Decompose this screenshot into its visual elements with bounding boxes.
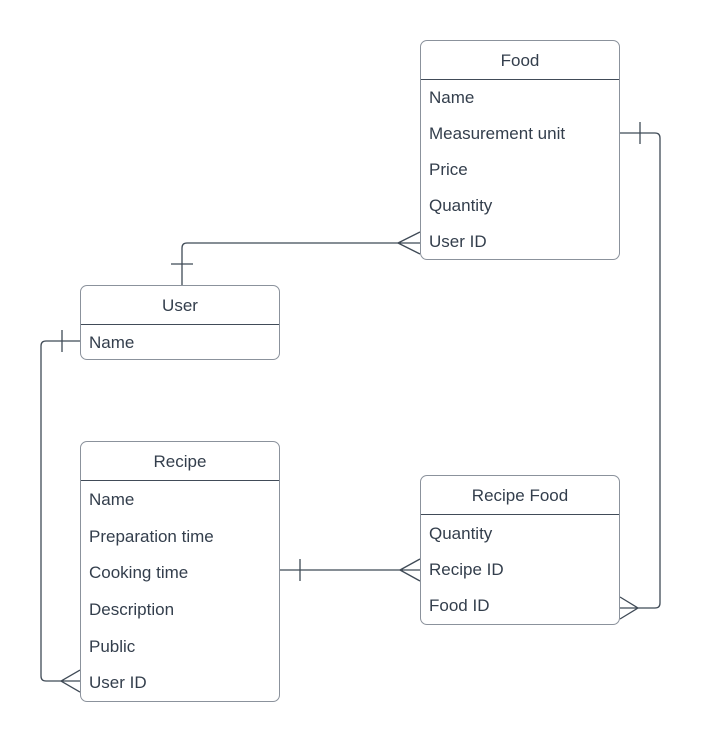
entity-user-fields: Name: [81, 325, 279, 359]
connector-user-recipe[interactable]: [40, 330, 81, 693]
field-quantity: Quantity: [429, 195, 493, 215]
field-measurement-unit: Measurement unit: [429, 124, 566, 144]
many-cardinality-crowfoot-icon: [399, 558, 421, 582]
entity-food-title: Food: [421, 41, 619, 80]
field-price: Price: [429, 159, 468, 179]
many-cardinality-crowfoot-icon: [60, 669, 81, 693]
many-cardinality-crowfoot-icon: [619, 596, 639, 620]
connector-user-food[interactable]: [171, 231, 421, 285]
field-name: Name: [89, 332, 135, 352]
entity-food[interactable]: Food Name Measurement unit Price Quantit…: [420, 40, 620, 260]
connector-recipe-recipefood[interactable]: [280, 558, 421, 582]
field-public: Public: [89, 636, 136, 656]
field-preparation-time: Preparation time: [89, 526, 214, 546]
entity-user[interactable]: User Name: [80, 285, 280, 360]
entity-user-title: User: [81, 286, 279, 325]
entity-recipe[interactable]: Recipe Name Preparation time Cooking tim…: [80, 441, 280, 702]
many-cardinality-crowfoot-icon: [397, 231, 421, 255]
entity-recipe-title: Recipe: [81, 442, 279, 481]
connector-line: [181, 242, 398, 285]
entity-recipe-food-title: Recipe Food: [421, 476, 619, 515]
field-quantity: Quantity: [429, 523, 493, 543]
field-recipe-id: Recipe ID: [429, 559, 504, 579]
field-cooking-time: Cooking time: [89, 563, 189, 583]
field-name: Name: [89, 489, 135, 509]
entity-food-fields: Name Measurement unit Price Quantity Use…: [421, 80, 619, 259]
connector-line: [620, 132, 661, 609]
field-description: Description: [89, 599, 175, 619]
connector-line: [40, 340, 80, 682]
entity-recipe-food-fields: Quantity Recipe ID Food ID: [421, 515, 619, 624]
field-user-id: User ID: [429, 231, 487, 251]
entity-recipe-food[interactable]: Recipe Food Quantity Recipe ID Food ID: [420, 475, 620, 625]
connector-food-recipefood[interactable]: [619, 122, 661, 620]
field-name: Name: [429, 88, 475, 108]
field-food-id: Food ID: [429, 596, 490, 616]
entity-recipe-fields: Name Preparation time Cooking time Descr…: [81, 481, 279, 701]
field-user-id: User ID: [89, 673, 147, 693]
